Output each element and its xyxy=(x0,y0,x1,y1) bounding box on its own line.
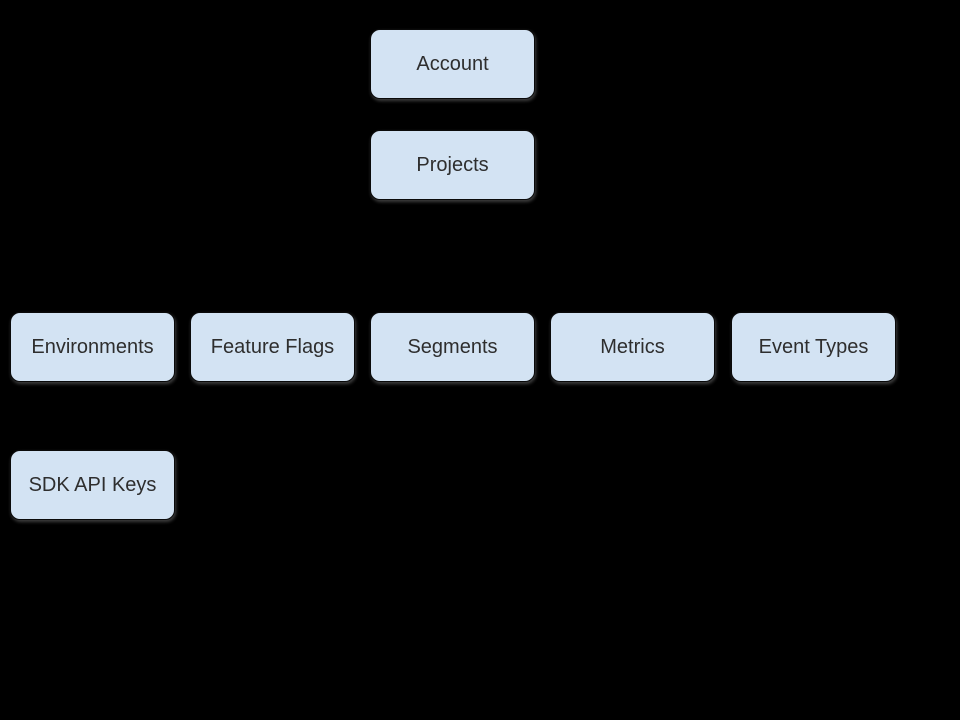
node-segments-label: Segments xyxy=(407,336,498,358)
node-environments-label: Environments xyxy=(31,336,154,358)
node-account-label: Account xyxy=(416,53,489,75)
node-sdk-api-keys-label: SDK API Keys xyxy=(28,474,157,496)
node-metrics: Metrics xyxy=(550,312,715,382)
node-projects: Projects xyxy=(370,130,535,200)
node-event-types: Event Types xyxy=(731,312,896,382)
node-metrics-label: Metrics xyxy=(600,336,665,358)
node-projects-label: Projects xyxy=(416,154,489,176)
node-environments: Environments xyxy=(10,312,175,382)
node-feature-flags: Feature Flags xyxy=(190,312,355,382)
node-event-types-label: Event Types xyxy=(758,336,869,358)
node-sdk-api-keys: SDK API Keys xyxy=(10,450,175,520)
node-feature-flags-label: Feature Flags xyxy=(210,336,335,358)
node-account: Account xyxy=(370,29,535,99)
node-segments: Segments xyxy=(370,312,535,382)
